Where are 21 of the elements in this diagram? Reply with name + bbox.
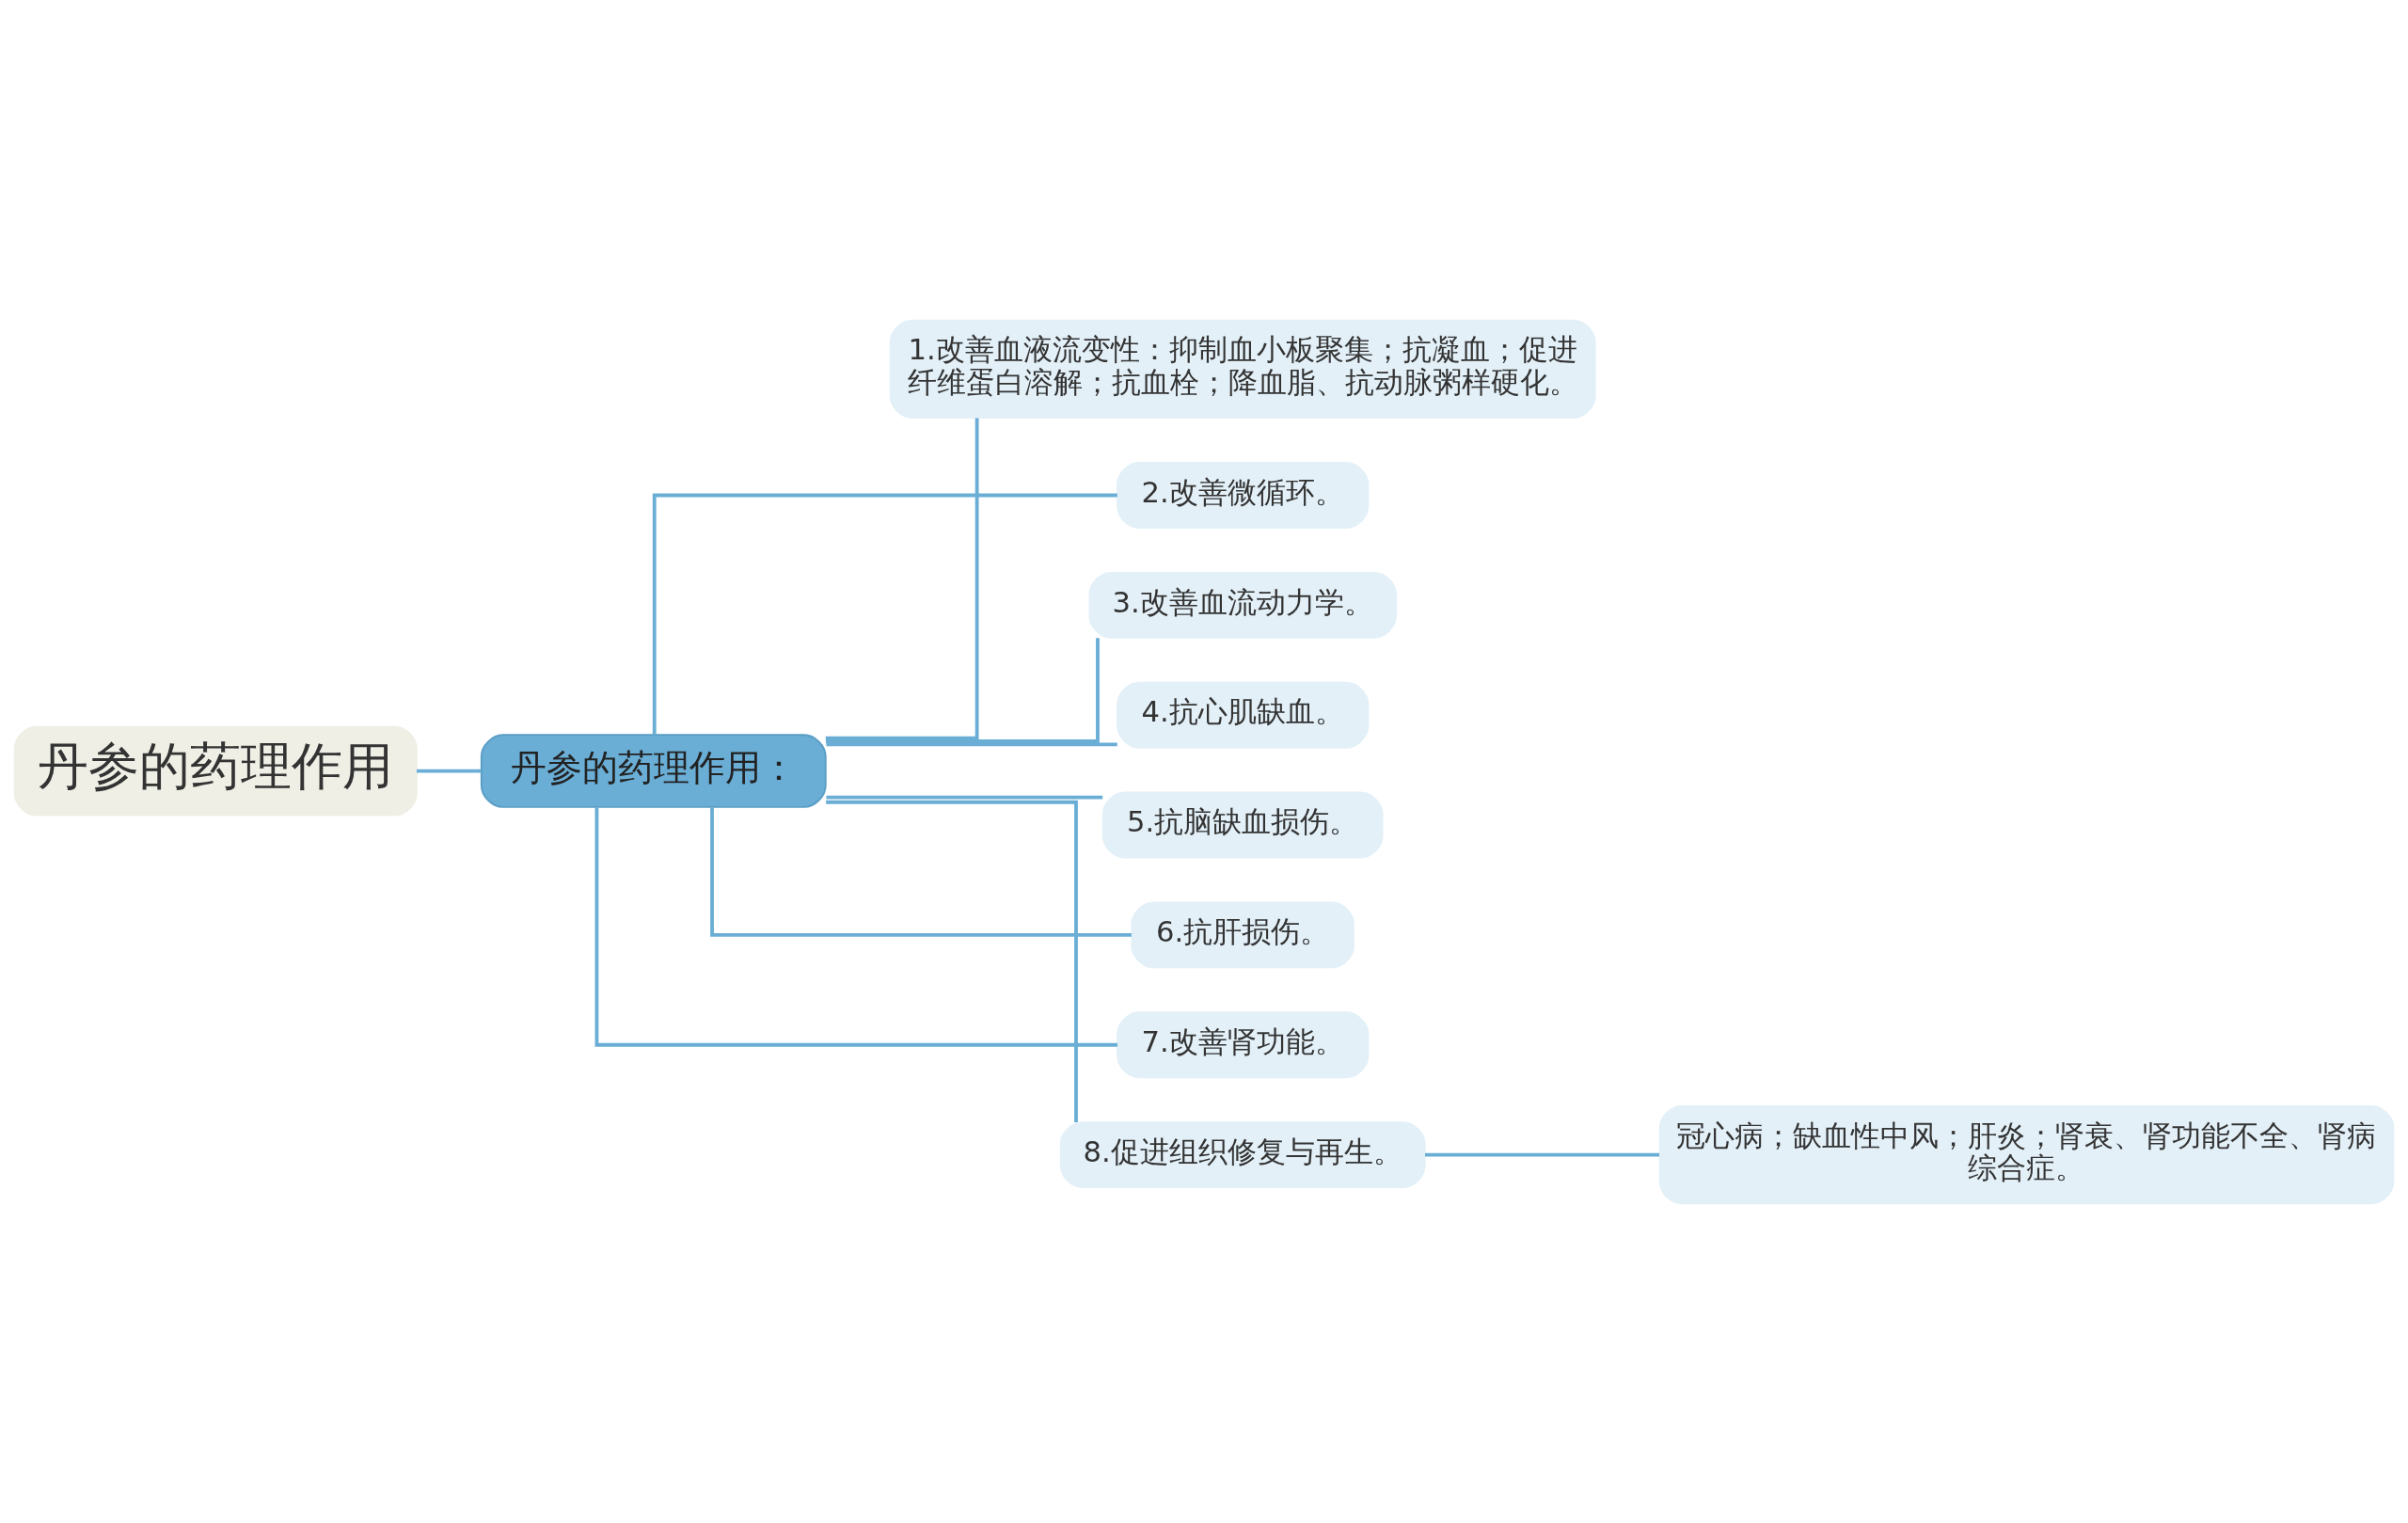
connector	[826, 800, 1078, 1122]
node-box: 6.抗肝损伤。	[1131, 900, 1354, 968]
connector	[1425, 1152, 1660, 1157]
node-box: 冠心病；缺血性中风；肝炎；肾衰、肾功能不全、肾病综合症。	[1658, 1104, 2395, 1204]
node-box: 5.抗脑缺血损伤。	[1101, 791, 1384, 858]
connector	[825, 417, 979, 740]
connector	[826, 637, 1100, 743]
connector	[710, 806, 1132, 937]
node-box: 2.改善微循环。	[1117, 461, 1370, 529]
node-box: 1.改善血液流变性：抑制血小板聚集；抗凝血；促进纤维蛋白溶解；抗血栓；降血脂、抗动脉粥样硬化。	[889, 319, 1596, 419]
connector	[416, 769, 482, 772]
node-box: 3.改善血流动力学。	[1088, 571, 1397, 639]
node-box: 丹参的药理作用：	[480, 733, 827, 808]
node-box: 7.改善肾功能。	[1117, 1010, 1370, 1078]
connector	[826, 795, 1103, 800]
node-box: 丹参的药理作用	[13, 725, 418, 816]
node-box: 8.促进组织修复与再生。	[1059, 1120, 1426, 1188]
connector	[594, 806, 1117, 1047]
connector	[652, 493, 1117, 735]
connector	[826, 741, 1117, 746]
node-box: 4.抗心肌缺血。	[1117, 681, 1370, 749]
